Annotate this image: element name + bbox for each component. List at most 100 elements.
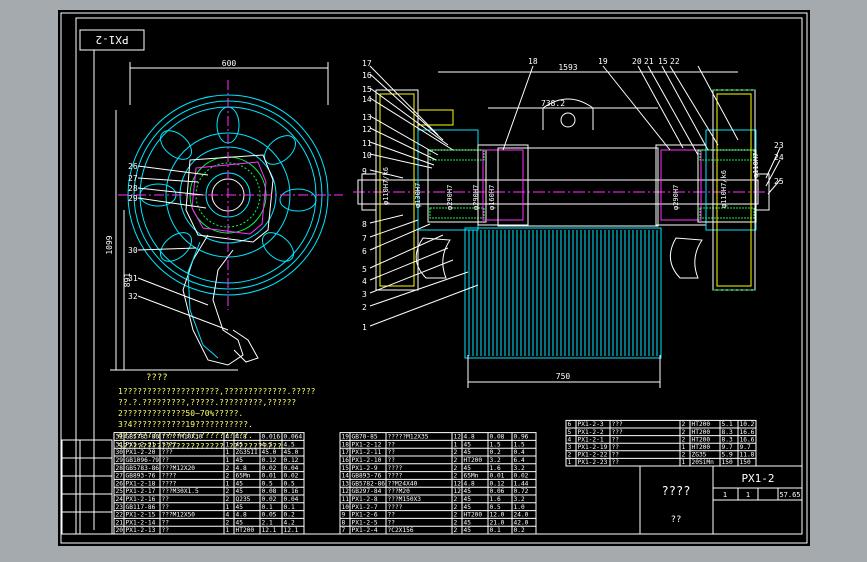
bom-cell: ?? xyxy=(388,449,396,456)
bom-cell: 10.2 xyxy=(740,421,755,428)
bom-cell: GB5783-86 xyxy=(126,465,160,472)
bom-cell: PX1-2-18 xyxy=(126,480,156,487)
bom-cell: 4.8 xyxy=(236,512,247,519)
bom-cell: ?? xyxy=(162,519,170,526)
bom-cell: 2 xyxy=(226,488,230,495)
callout-2: 2 xyxy=(362,303,367,312)
note-line-2: ??.?.?????????,?????.?????????,?????? xyxy=(118,398,296,407)
bom-cell: HT200 xyxy=(236,527,255,534)
callout-28: 28 xyxy=(128,184,138,193)
bom-cell: 4.8 xyxy=(236,465,247,472)
phi-label-4: φ290H7 xyxy=(472,185,480,210)
bom-cell: 12.1 xyxy=(262,527,277,534)
bom-cell: ???M30X1.5 xyxy=(162,488,200,495)
bom-cell: 65Mn xyxy=(464,473,479,480)
bom-cell: PX1-2-19 xyxy=(578,444,608,451)
bom-cell: ???? xyxy=(388,473,403,480)
bom-cell: 4.8 xyxy=(464,434,475,441)
bom-cell: 4.8 xyxy=(464,480,475,487)
bom-cell: 45 xyxy=(464,441,472,448)
bom-cell: 0.12 xyxy=(284,457,299,464)
bom-cell: 5 xyxy=(568,429,572,436)
bom-cell: 12 xyxy=(342,488,350,495)
bom-cell: 2 xyxy=(226,496,230,503)
bom-cell: 22 xyxy=(116,512,124,519)
bom-cell: 2 xyxy=(454,519,458,526)
bom-cell: Q235 xyxy=(236,496,251,503)
callout-19: 19 xyxy=(598,57,608,66)
bom-cell: 0.05 xyxy=(262,512,277,519)
dim-1099: 1099 xyxy=(105,235,114,254)
bom-cell: 27 xyxy=(116,473,124,480)
bom-cell: ??? xyxy=(612,421,623,428)
bom-cell: 2 xyxy=(454,496,458,503)
bom-cell: 45.0 xyxy=(262,449,277,456)
bom-cell: 23 xyxy=(116,504,124,511)
bom-cell: 1 xyxy=(568,459,572,466)
callout-7: 7 xyxy=(362,234,367,243)
callout-1: 1 xyxy=(362,323,367,332)
bom-cell: PX1-2-1 xyxy=(578,436,604,443)
bom-cell: 0.96 xyxy=(514,434,529,441)
dim-1593: 1593 xyxy=(558,63,577,72)
sheet-cell-1: 1 xyxy=(723,491,727,499)
bom-cell: 0.02 xyxy=(284,473,299,480)
bom-cell: 2 xyxy=(682,452,686,459)
bom-cell: ?? xyxy=(612,452,620,459)
bom-cell: 45 xyxy=(236,504,244,511)
callout-18: 18 xyxy=(528,57,538,66)
bom-cell: ?? xyxy=(612,444,620,451)
callout-29: 29 xyxy=(128,194,138,203)
bom-cell: PX1-2-13 xyxy=(126,527,156,534)
bom-cell: 2 xyxy=(454,449,458,456)
bom-cell: 1 xyxy=(226,449,230,456)
bom-cell: 1.5 xyxy=(514,441,525,448)
bom-cell: 0.4 xyxy=(514,449,525,456)
bom-cell: 0.02 xyxy=(262,496,277,503)
bom-cell: 16.6 xyxy=(740,436,755,443)
callout-16: 16 xyxy=(362,71,372,80)
bom-cell: PX1-2-16 xyxy=(126,496,156,503)
bom-cell: 0.016 xyxy=(262,434,281,441)
bom-cell: ?? xyxy=(388,457,396,464)
title-block-number: PX1-2 xyxy=(741,472,774,485)
bom-cell: 31 xyxy=(116,441,124,448)
bom-cell: 0.12 xyxy=(490,480,505,487)
phi-label-2: φ130H7 xyxy=(414,183,422,208)
bom-cell: 21.0 xyxy=(490,519,505,526)
bom-cell: 150 xyxy=(722,459,733,466)
bom-cell: PX1-2-22 xyxy=(578,452,608,459)
bom-cell: 7 xyxy=(342,527,346,534)
middle-callouts: 17 16 15 14 13 12 11 10 9 8 7 6 5 4 3 2 … xyxy=(362,57,784,332)
bom-cell: 2 xyxy=(682,421,686,428)
callout-17: 17 xyxy=(362,59,372,68)
bom-cell: ?? xyxy=(388,512,396,519)
bom-cell: 4 xyxy=(568,436,572,443)
bom-cell: 0.04 xyxy=(284,465,299,472)
drawing-sheet[interactable]: PX1-2 xyxy=(58,10,810,546)
bom-cell: 1.44 xyxy=(514,480,529,487)
bom-cell: 4.5 xyxy=(262,441,273,448)
bom-cell: PX1-2-7 xyxy=(352,504,378,511)
bom-cell: 17 xyxy=(342,449,350,456)
bom-cell: 45 xyxy=(236,457,244,464)
title-block: ???? PX1-2 ?? 1 1 57.65 xyxy=(639,465,803,535)
bom-cell: ?? xyxy=(162,496,170,503)
callout-10: 10 xyxy=(362,151,372,160)
bom-cell: 45 xyxy=(464,449,472,456)
bom-cell: 9.7 xyxy=(740,444,751,451)
bom-cell: ???? xyxy=(388,465,403,472)
bom-cell: 16.6 xyxy=(740,429,755,436)
dim-891: 891 xyxy=(123,273,132,288)
outer-border xyxy=(60,12,808,544)
bom-cell: 30 xyxy=(116,449,124,456)
bom-cell: 1 xyxy=(226,504,230,511)
bom-cell: ?? xyxy=(162,504,170,511)
bom-cell: 18 xyxy=(342,441,350,448)
bom-cell: 0.1 xyxy=(284,504,295,511)
dim-600: 600 xyxy=(222,59,237,68)
bom-cell: HT200 xyxy=(692,444,711,451)
bom-cell: 10 xyxy=(342,504,350,511)
bom-cell: PX1-2-2 xyxy=(578,429,604,436)
